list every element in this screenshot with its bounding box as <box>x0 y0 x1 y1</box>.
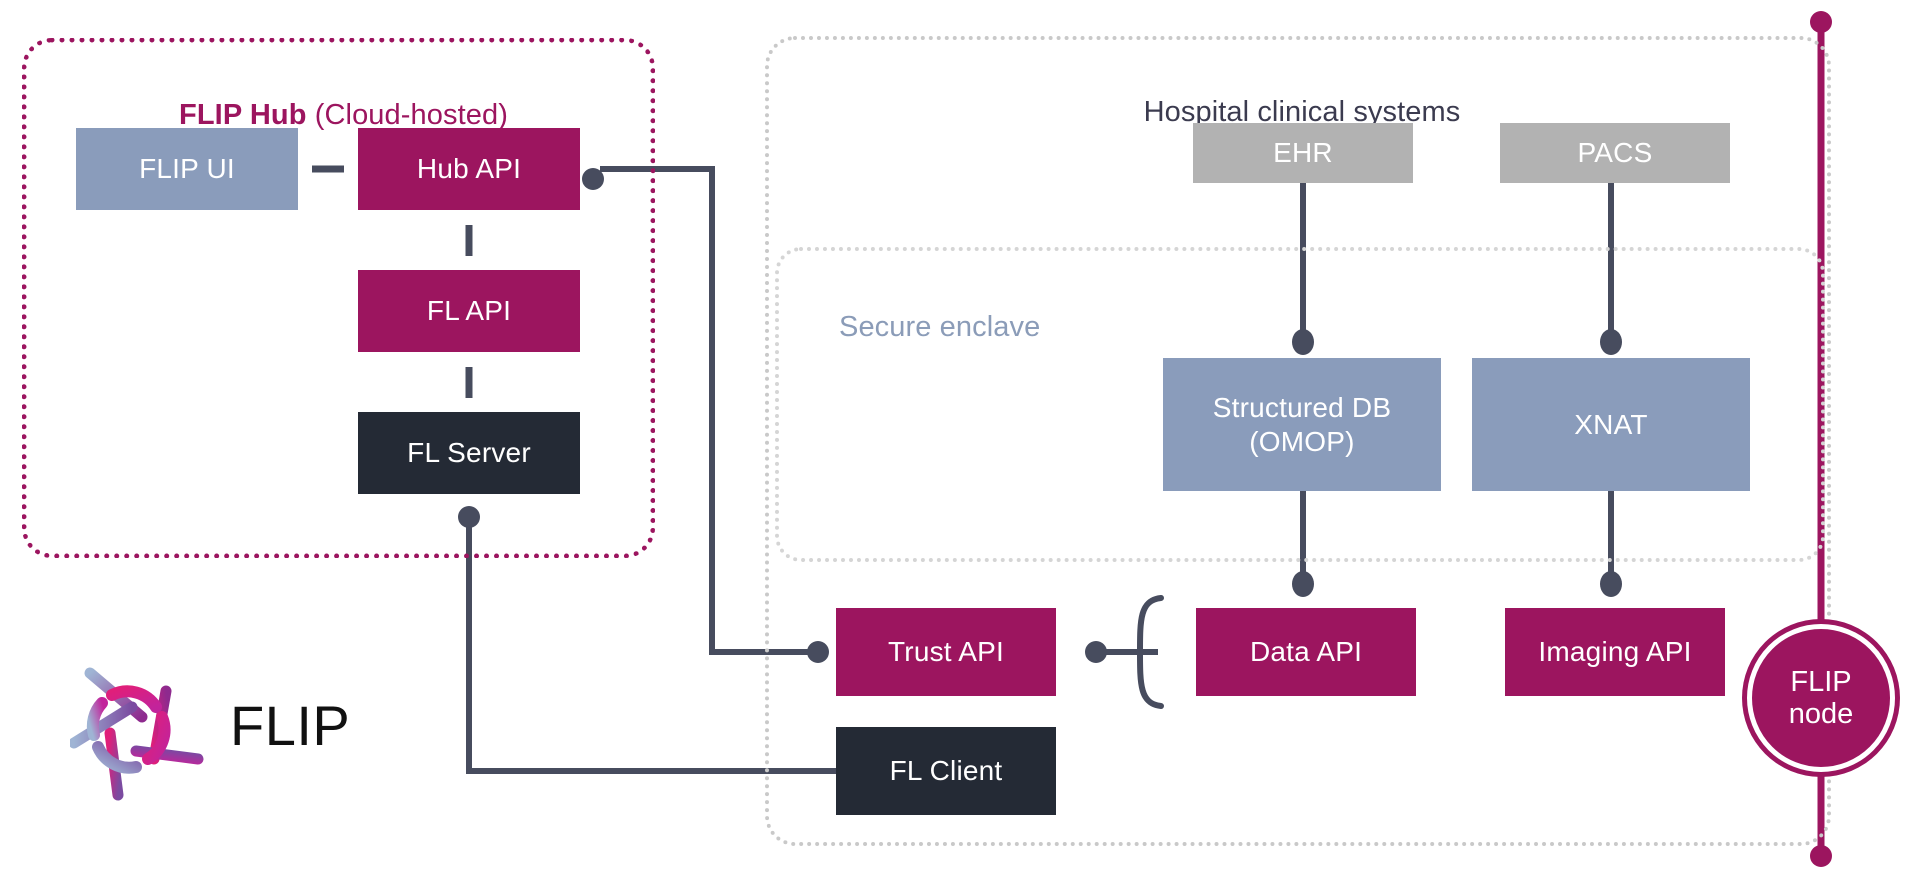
node-structured-db-line2: (OMOP) <box>1249 425 1355 457</box>
group-hospital-clinical-systems: Hospital clinical systems <box>765 36 1831 846</box>
group-secure-enclave: Secure enclave <box>775 247 1825 562</box>
node-flip-node[interactable]: FLIP node <box>1747 624 1895 772</box>
connector-dots <box>458 168 1622 663</box>
flip-node-line2: node <box>1788 698 1854 730</box>
group-title-flip-hub-rest: (Cloud-hosted) <box>306 99 508 131</box>
node-structured-db[interactable]: Structured DB (OMOP) <box>1163 358 1441 491</box>
node-ehr[interactable]: EHR <box>1193 123 1413 183</box>
node-hub-api[interactable]: Hub API <box>358 128 580 210</box>
node-pacs[interactable]: PACS <box>1500 123 1730 183</box>
dot-trustapi <box>807 641 829 663</box>
node-fl-api[interactable]: FL API <box>358 270 580 352</box>
node-fl-client[interactable]: FL Client <box>836 727 1056 815</box>
group-flip-hub: FLIP Hub (Cloud-hosted) <box>22 38 655 558</box>
flip-node-line1: FLIP <box>1790 665 1852 698</box>
group-title-hospital: Hospital clinical systems <box>1143 96 1461 128</box>
node-imaging-api[interactable]: Imaging API <box>1505 608 1725 696</box>
dot-hubapi <box>582 168 604 190</box>
flip-logo-text: FLIP <box>230 694 351 757</box>
dot-spine-top <box>1810 11 1832 33</box>
wire-flserver-flclient <box>466 523 836 774</box>
dot-spine-bottom <box>1810 845 1832 867</box>
node-fl-server[interactable]: FL Server <box>358 412 580 494</box>
flip-logo: FLIP <box>70 655 410 805</box>
dot-brace-left <box>1085 641 1107 663</box>
dot-dataapi-top <box>1292 571 1314 597</box>
wire-hubapi-trustapi <box>600 166 810 655</box>
node-data-api[interactable]: Data API <box>1196 608 1416 696</box>
dot-xnat-top <box>1600 329 1622 355</box>
dot-flserver <box>458 506 480 528</box>
brace-icon <box>1137 595 1164 709</box>
flip-logo-icon <box>70 667 204 801</box>
node-flip-ui[interactable]: FLIP UI <box>76 128 298 210</box>
group-title-flip-hub-bold: FLIP Hub <box>179 99 307 131</box>
node-structured-db-line1: Structured DB <box>1212 392 1392 424</box>
dot-structureddb-top <box>1292 329 1314 355</box>
node-xnat[interactable]: XNAT <box>1472 358 1750 491</box>
dot-imagingapi-top <box>1600 571 1622 597</box>
node-trust-api[interactable]: Trust API <box>836 608 1056 696</box>
group-title-flip-hub: FLIP Hub (Cloud-hosted) <box>27 99 660 132</box>
group-title-secure-enclave: Secure enclave <box>839 311 1041 343</box>
